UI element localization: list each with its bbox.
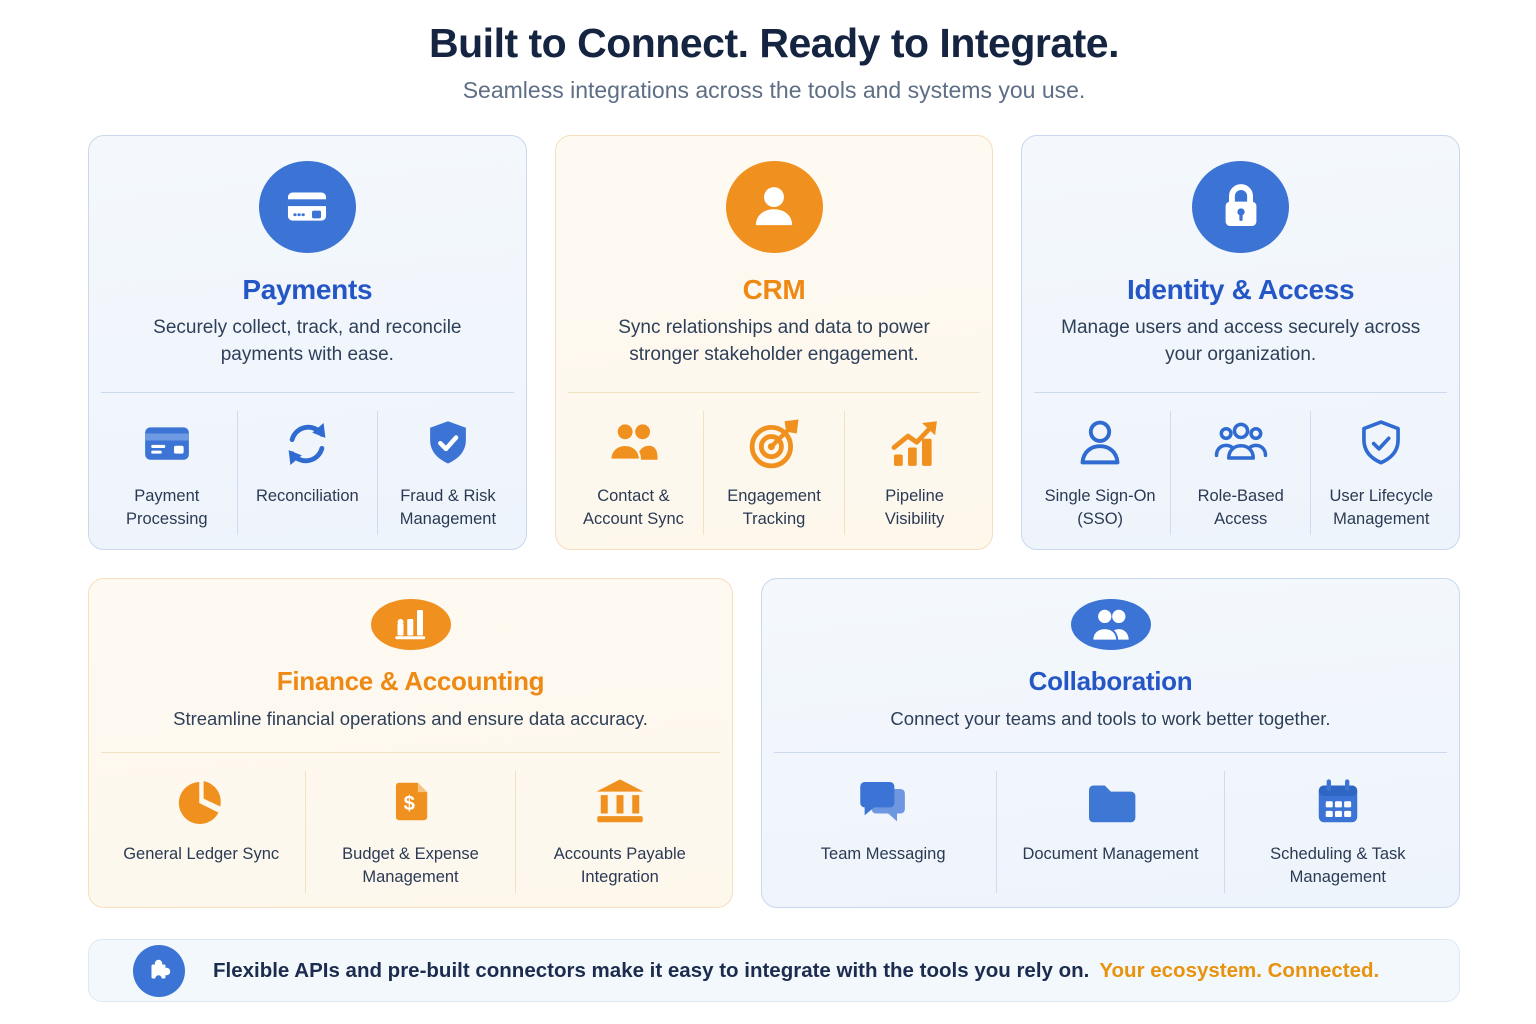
folder-icon — [1082, 775, 1138, 831]
sub-item-reconciliation: Reconciliation — [236, 410, 378, 535]
card-title: Payments — [242, 274, 373, 306]
sub-item-payment-processing: Payment Processing — [97, 411, 237, 535]
person-outline-icon — [1072, 415, 1128, 473]
divider — [1034, 391, 1448, 393]
svg-text:$: $ — [404, 793, 415, 815]
sub-item-label: User Lifecycle Management — [1329, 486, 1434, 528]
sub-items: Contact & Account Sync Engagement Tracki… — [556, 393, 993, 549]
sub-item-scheduling-tasks: Scheduling & Task Management — [1223, 770, 1451, 893]
page-subtitle: Seamless integrations across the tools a… — [462, 77, 1086, 103]
card-description: Securely collect, track, and reconcile p… — [153, 317, 462, 365]
team-icon — [1070, 599, 1151, 651]
card-crm: CRM Sync relationships and data to power… — [554, 135, 994, 550]
sub-item-user-lifecycle: User Lifecycle Management — [1310, 410, 1451, 535]
sub-item-role-based-access: Role-Based Access — [1169, 410, 1311, 535]
pie-chart-icon — [173, 775, 229, 831]
card-payments: Payments Securely collect, track, and re… — [88, 135, 527, 550]
sub-item-contact-sync: Contact & Account Sync — [564, 411, 704, 535]
sub-items: General Ledger Sync $ Budget & Expense M… — [89, 753, 732, 907]
footer-banner: Flexible APIs and pre-built connectors m… — [88, 939, 1460, 1002]
card-description: Sync relationships and data to power str… — [618, 317, 930, 365]
card-title: Finance & Accounting — [276, 666, 545, 697]
card-description: Connect your teams and tools to work bet… — [890, 708, 1331, 730]
page-header: Built to Connect. Ready to Integrate. Se… — [88, 0, 1460, 104]
sub-item-sso: Single Sign-On (SSO) — [1030, 411, 1170, 535]
sub-item-label: Scheduling & Task Management — [1270, 844, 1406, 886]
sub-item-label: Role-Based Access — [1197, 486, 1284, 528]
cards-row-bottom: Finance & Accounting Streamline financia… — [88, 578, 1460, 908]
page-title: Built to Connect. Ready to Integrate. — [429, 20, 1119, 66]
sub-item-label: Payment Processing — [125, 486, 208, 528]
divider — [567, 391, 981, 393]
divider — [774, 751, 1447, 753]
card-finance-accounting: Finance & Accounting Streamline financia… — [88, 578, 733, 908]
card-title: Identity & Access — [1127, 274, 1355, 306]
people-icon — [604, 415, 662, 473]
sub-items: Team Messaging Document Management — [762, 753, 1459, 907]
sync-arrows-icon — [279, 415, 335, 473]
bank-icon — [592, 775, 648, 831]
padlock-icon — [1192, 161, 1290, 254]
sub-item-accounts-payable: Accounts Payable Integration — [514, 770, 724, 893]
sub-item-label: Document Management — [1022, 844, 1199, 863]
card-description: Streamline financial operations and ensu… — [173, 708, 648, 730]
sub-item-pipeline-visibility: Pipeline Visibility — [843, 410, 985, 535]
sub-item-general-ledger: General Ledger Sync — [97, 771, 305, 893]
puzzle-icon — [133, 944, 185, 997]
divider — [101, 391, 514, 393]
bar-chart-icon — [370, 599, 451, 651]
footer-text: Flexible APIs and pre-built connectors m… — [213, 958, 1090, 982]
credit-card-icon — [139, 415, 195, 473]
sub-items: Single Sign-On (SSO) Role-Based Ac — [1022, 393, 1459, 549]
group-outline-icon — [1211, 415, 1271, 473]
credit-card-icon — [258, 161, 356, 254]
target-dart-icon — [746, 415, 802, 473]
sub-item-label: Budget & Expense Management — [342, 844, 479, 886]
footer-highlight: Your ecosystem. Connected. — [1099, 958, 1380, 982]
sub-item-label: Accounts Payable Integration — [553, 844, 686, 886]
calendar-icon — [1310, 775, 1366, 831]
card-description: Manage users and access securely across … — [1061, 317, 1421, 365]
sub-item-label: Reconciliation — [255, 486, 359, 505]
sub-items: Payment Processing Reconciliation — [89, 393, 526, 549]
card-collaboration: Collaboration Connect your teams and too… — [761, 578, 1460, 908]
shield-check-outline-icon — [1355, 415, 1407, 473]
sub-item-label: General Ledger Sync — [123, 844, 280, 863]
sub-item-label: Engagement Tracking — [727, 486, 821, 528]
sub-item-label: Fraud & Risk Management — [399, 486, 497, 528]
divider — [101, 751, 720, 753]
person-icon — [725, 161, 823, 254]
card-title: CRM — [742, 274, 806, 306]
sub-item-team-messaging: Team Messaging — [770, 771, 996, 893]
sub-item-engagement-tracking: Engagement Tracking — [703, 410, 844, 535]
card-identity-access: Identity & Access Manage users and acces… — [1021, 135, 1461, 550]
card-title: Collaboration — [1028, 666, 1193, 697]
sub-item-label: Contact & Account Sync — [583, 486, 684, 528]
shield-check-icon — [422, 415, 474, 473]
sub-item-budget-expense: $ Budget & Expense Management — [305, 770, 514, 893]
chat-bubbles-icon — [855, 775, 911, 831]
cards-row-top: Payments Securely collect, track, and re… — [88, 135, 1461, 550]
dollar-document-icon: $ — [385, 775, 435, 831]
sub-item-label: Single Sign-On (SSO) — [1044, 486, 1156, 528]
sub-item-fraud-risk: Fraud & Risk Management — [377, 410, 518, 535]
trend-chart-icon — [887, 415, 943, 473]
sub-item-label: Pipeline Visibility — [884, 486, 945, 528]
sub-item-label: Team Messaging — [820, 844, 946, 863]
sub-item-document-management: Document Management — [996, 770, 1223, 893]
